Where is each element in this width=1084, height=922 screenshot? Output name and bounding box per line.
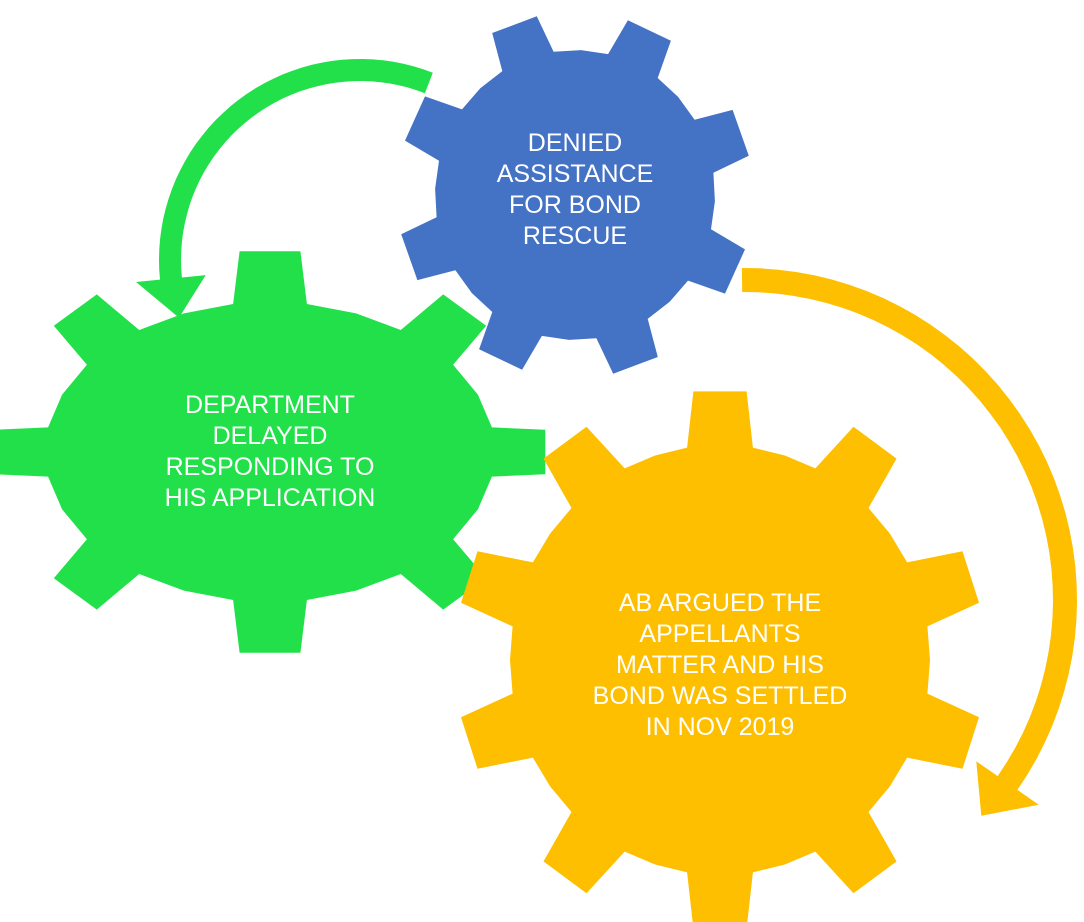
yellow-gear-label: AB ARGUED THE APPELLANTS MATTER AND HIS … bbox=[592, 588, 848, 741]
blue-gear-icon bbox=[401, 16, 749, 374]
green-curved-arrow-icon bbox=[136, 59, 433, 318]
blue-gear-label: DENIED ASSISTANCE FOR BOND RESCUE bbox=[496, 129, 654, 250]
yellow-curved-arrow-icon bbox=[741, 268, 1077, 816]
yellow-gear-icon bbox=[461, 391, 979, 922]
green-gear-label: DEPARTMENT DELAYED RESPONDING TO HIS APP… bbox=[164, 391, 376, 512]
green-gear-icon bbox=[0, 251, 546, 653]
